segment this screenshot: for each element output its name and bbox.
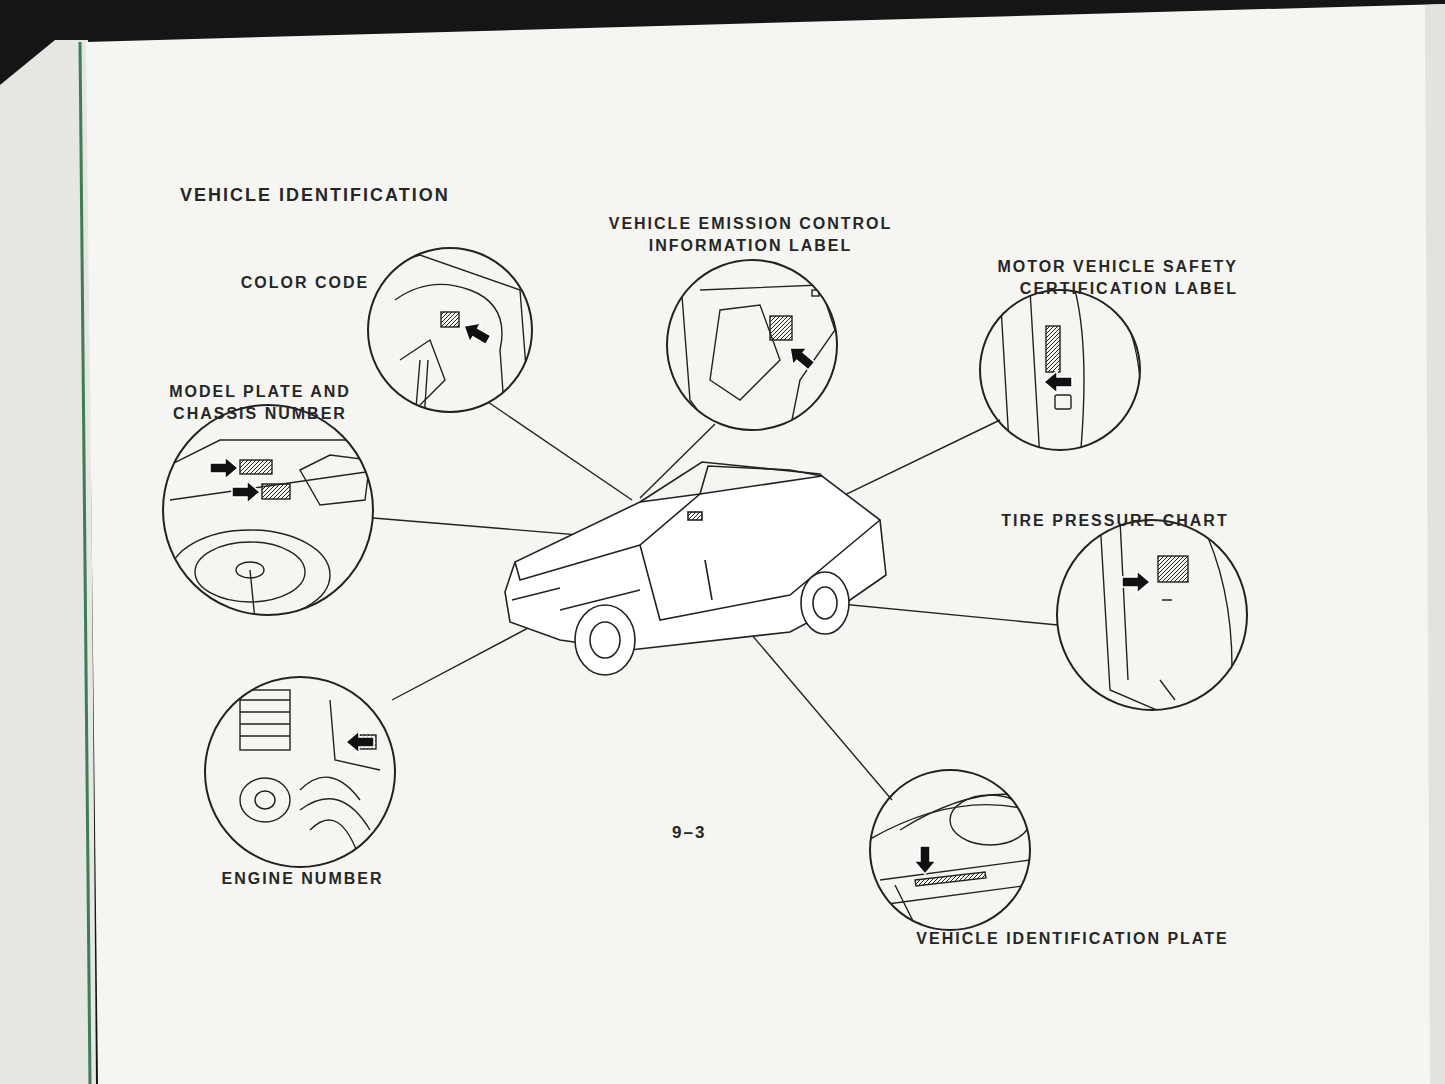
callout-label: VEHICLE EMISSION CONTROL INFORMATION LAB… [583, 213, 918, 256]
circle-border [667, 260, 837, 430]
leader-lines [373, 402, 1058, 800]
circle-outline [366, 246, 534, 414]
circle-border [1057, 520, 1247, 710]
circle-outline [161, 403, 375, 617]
callout-label: VEHICLE IDENTIFICATION PLATE [875, 928, 1270, 950]
circle-outline [1055, 518, 1249, 712]
callout-circle: VEHICLE EMISSION CONTROL INFORMATION LAB… [583, 213, 918, 430]
circle-outline [203, 675, 397, 869]
page-number: 9–3 [672, 822, 706, 845]
callout-circle: ENGINE NUMBER [190, 677, 415, 890]
circle-border [368, 248, 532, 412]
circle-border [870, 770, 1030, 930]
callout-circle: VEHICLE IDENTIFICATION PLATE [870, 770, 1270, 950]
car-illustration [505, 462, 886, 675]
callout-label: COLOR CODE [215, 272, 395, 294]
callout-circle: MODEL PLATE AND CHASSIS NUMBER [135, 381, 385, 615]
circle-border [163, 405, 373, 615]
circle-border [205, 677, 395, 867]
callout-circle: MOTOR VEHICLE SAFETY CERTIFICATION LABEL [940, 256, 1238, 450]
page-background [0, 4, 1445, 1084]
callout-label: MOTOR VEHICLE SAFETY CERTIFICATION LABEL [940, 256, 1238, 299]
callout-circle: TIRE PRESSURE CHART [980, 510, 1250, 710]
circle-outline [868, 768, 1032, 932]
circle-border [980, 290, 1140, 450]
callout-label: TIRE PRESSURE CHART [980, 510, 1250, 532]
callout-label: MODEL PLATE AND CHASSIS NUMBER [135, 381, 385, 424]
callout-details [160, 255, 1232, 933]
circle-outline [978, 288, 1142, 452]
circle-outline [665, 258, 839, 432]
page-title: VEHICLE IDENTIFICATION [180, 183, 450, 207]
callout-label: ENGINE NUMBER [190, 868, 415, 890]
